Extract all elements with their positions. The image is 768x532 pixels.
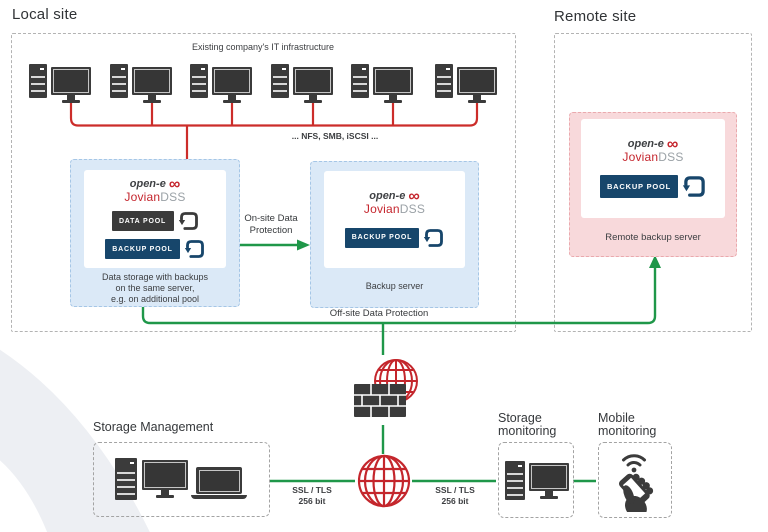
mobile-monitoring-box	[598, 442, 672, 518]
workstation-icon	[190, 64, 252, 106]
mobile-hand-phone-icon	[618, 454, 654, 512]
open-e-wordmark: open-e	[129, 177, 166, 190]
backup-server-box: open-e∞ JovianDSS BACKUP POOL Backup ser…	[310, 161, 479, 308]
open-e-joviandss-logo: open-e∞ JovianDSS	[124, 175, 186, 204]
pc-tower-icon	[190, 64, 208, 98]
product-name: Jovian	[622, 149, 659, 164]
monitor-icon	[132, 67, 172, 103]
infinity-swoosh-icon: ∞	[666, 135, 679, 153]
infrastructure-label: Existing company's IT infrastructure	[191, 42, 335, 52]
storage-management-box	[93, 442, 270, 517]
onsite-protection-label: On-site Data Protection	[244, 213, 298, 236]
joviandss-panel: open-e∞ JovianDSS BACKUP POOL	[581, 119, 725, 218]
workstation-icon	[110, 64, 172, 106]
protocols-label: ... NFS, SMB, iSCSI ...	[291, 131, 379, 141]
workstation-icon	[435, 64, 497, 106]
joviandss-panel: open-e∞ JovianDSS BACKUP POOL	[324, 171, 465, 268]
open-e-wordmark: open-e	[627, 137, 664, 150]
backup-pool-row: BACKUP POOL	[105, 238, 204, 260]
pc-tower-icon	[29, 64, 47, 98]
product-name: Jovian	[124, 189, 161, 204]
offsite-protection-label: Off-site Data Protection	[329, 308, 429, 319]
product-suffix: DSS	[399, 202, 426, 217]
workstation-icon	[351, 64, 413, 106]
ssl-label-right: SSL / TLS 256 bit	[435, 485, 475, 507]
pc-tower-icon	[351, 64, 369, 98]
data-pool-row: DATA POOL	[111, 210, 199, 232]
local-site-box	[11, 33, 516, 332]
monitoring-server-icon	[505, 461, 569, 505]
backup-pool-row: BACKUP POOL	[599, 174, 706, 199]
monitor-icon	[373, 67, 413, 103]
product-name: Jovian	[363, 202, 400, 217]
remote-site-title: Remote site	[554, 8, 637, 25]
monitor-icon	[529, 463, 569, 499]
storage-management-title: Storage Management	[93, 420, 214, 434]
monitor-icon	[293, 67, 333, 103]
infinity-swoosh-icon: ∞	[168, 175, 181, 193]
sync-icon	[184, 238, 205, 260]
pc-tower-icon	[115, 458, 137, 500]
backup-pool-badge: BACKUP POOL	[344, 227, 420, 248]
monitor-icon	[51, 67, 91, 103]
backup-pool-badge: BACKUP POOL	[105, 239, 180, 260]
product-suffix: DSS	[658, 149, 684, 164]
remote-site-box	[554, 33, 752, 332]
open-e-joviandss-logo: open-e∞ JovianDSS	[622, 135, 684, 164]
local-site-title: Local site	[12, 6, 78, 23]
workstation-icon	[29, 64, 91, 106]
data-pool-badge: DATA POOL	[111, 211, 174, 232]
monitor-icon	[212, 67, 252, 103]
backup-pool-badge: BACKUP POOL	[599, 175, 679, 199]
data-storage-server-box: open-e∞ JovianDSS DATA POOL BACKUP POOL …	[70, 159, 240, 307]
open-e-wordmark: open-e	[369, 190, 406, 203]
joviandss-panel: open-e∞ JovianDSS DATA POOL BACKUP POOL	[84, 170, 226, 268]
data-server-caption: Data storage with backups on the same se…	[101, 272, 209, 304]
infinity-swoosh-icon: ∞	[408, 188, 420, 206]
server-tower-icon	[505, 461, 525, 500]
management-workstation-icon	[115, 458, 190, 504]
product-suffix: DSS	[160, 189, 186, 204]
sync-icon	[683, 174, 706, 199]
workstation-icon	[271, 64, 333, 106]
sync-icon	[178, 210, 199, 232]
pc-tower-icon	[110, 64, 128, 98]
remote-server-caption: Remote backup server	[605, 232, 701, 243]
monitor-icon	[457, 67, 497, 103]
storage-monitoring-title: Storage monitoring	[498, 411, 557, 439]
monitor-icon	[142, 460, 188, 498]
sync-icon	[424, 227, 444, 249]
remote-backup-server-box: open-e∞ JovianDSS BACKUP POOL Remote bac…	[569, 112, 737, 257]
mobile-monitoring-title: Mobile monitoring	[598, 411, 657, 439]
ssl-label-left: SSL / TLS 256 bit	[292, 485, 332, 507]
pc-tower-icon	[435, 64, 453, 98]
laptop-icon	[191, 467, 247, 499]
backup-pool-row: BACKUP POOL	[344, 227, 444, 249]
open-e-joviandss-logo: open-e∞ JovianDSS	[363, 188, 426, 217]
pc-tower-icon	[271, 64, 289, 98]
backup-server-caption: Backup server	[365, 281, 424, 291]
